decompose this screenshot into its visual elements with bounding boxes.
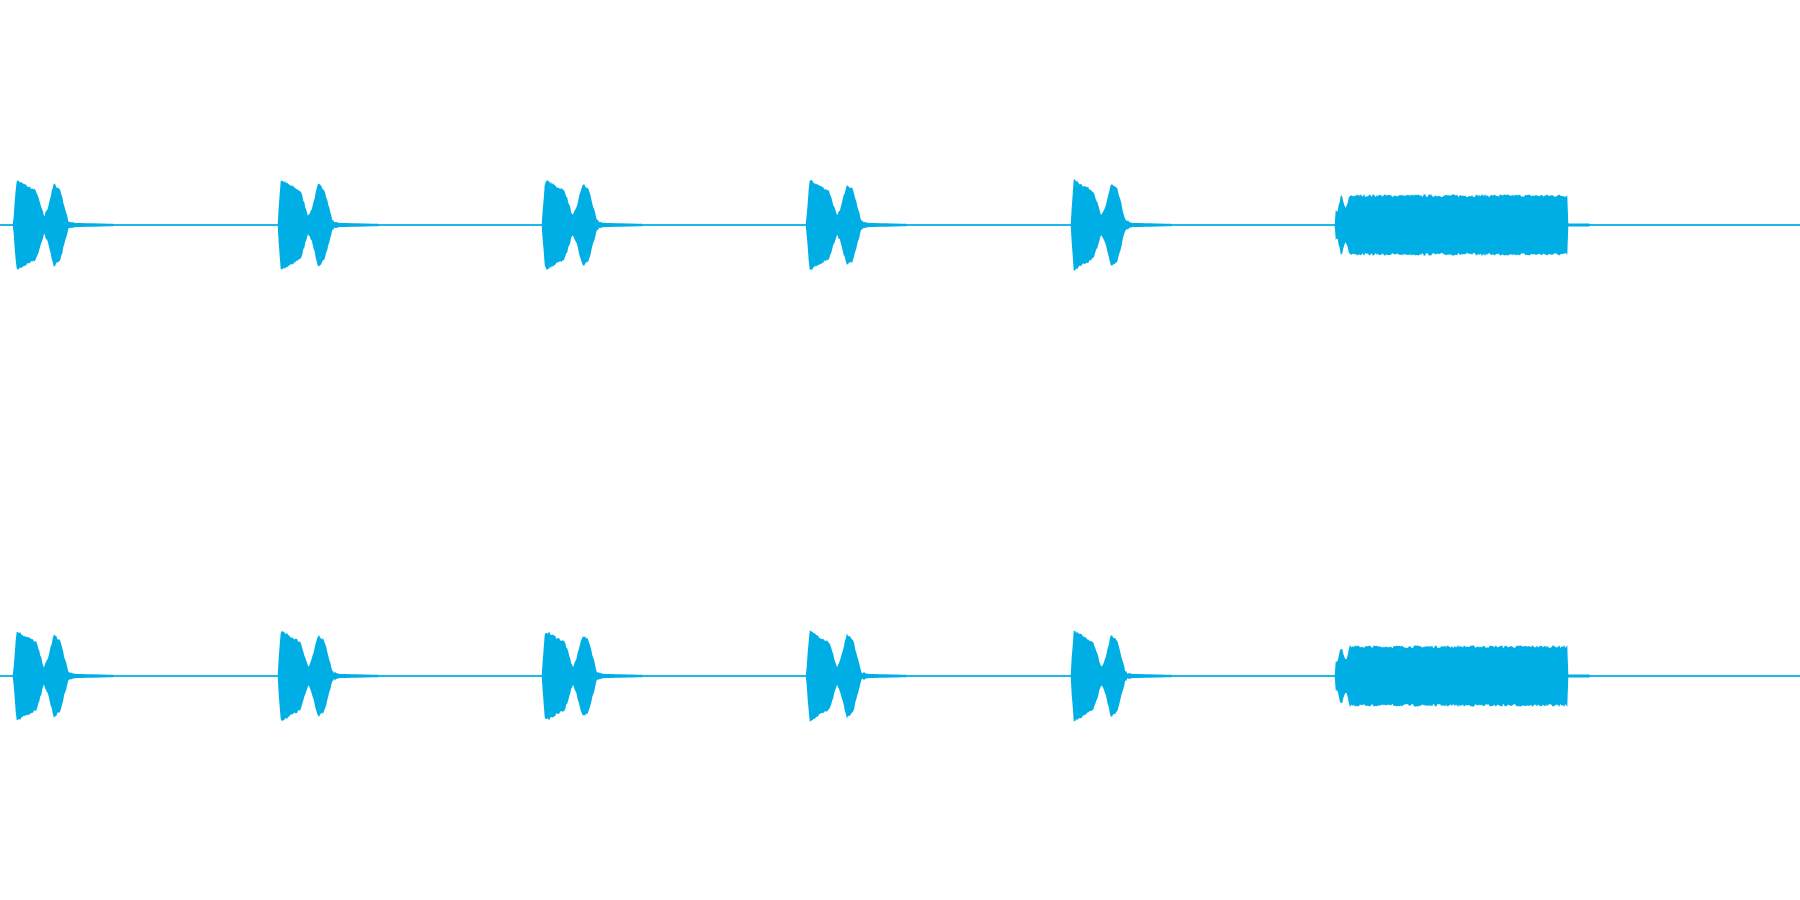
waveform-envelope: [0, 179, 1800, 271]
waveform-envelope: [0, 629, 1800, 723]
waveform-channel-2: [0, 629, 1800, 723]
waveform-channel-1: [0, 179, 1800, 271]
